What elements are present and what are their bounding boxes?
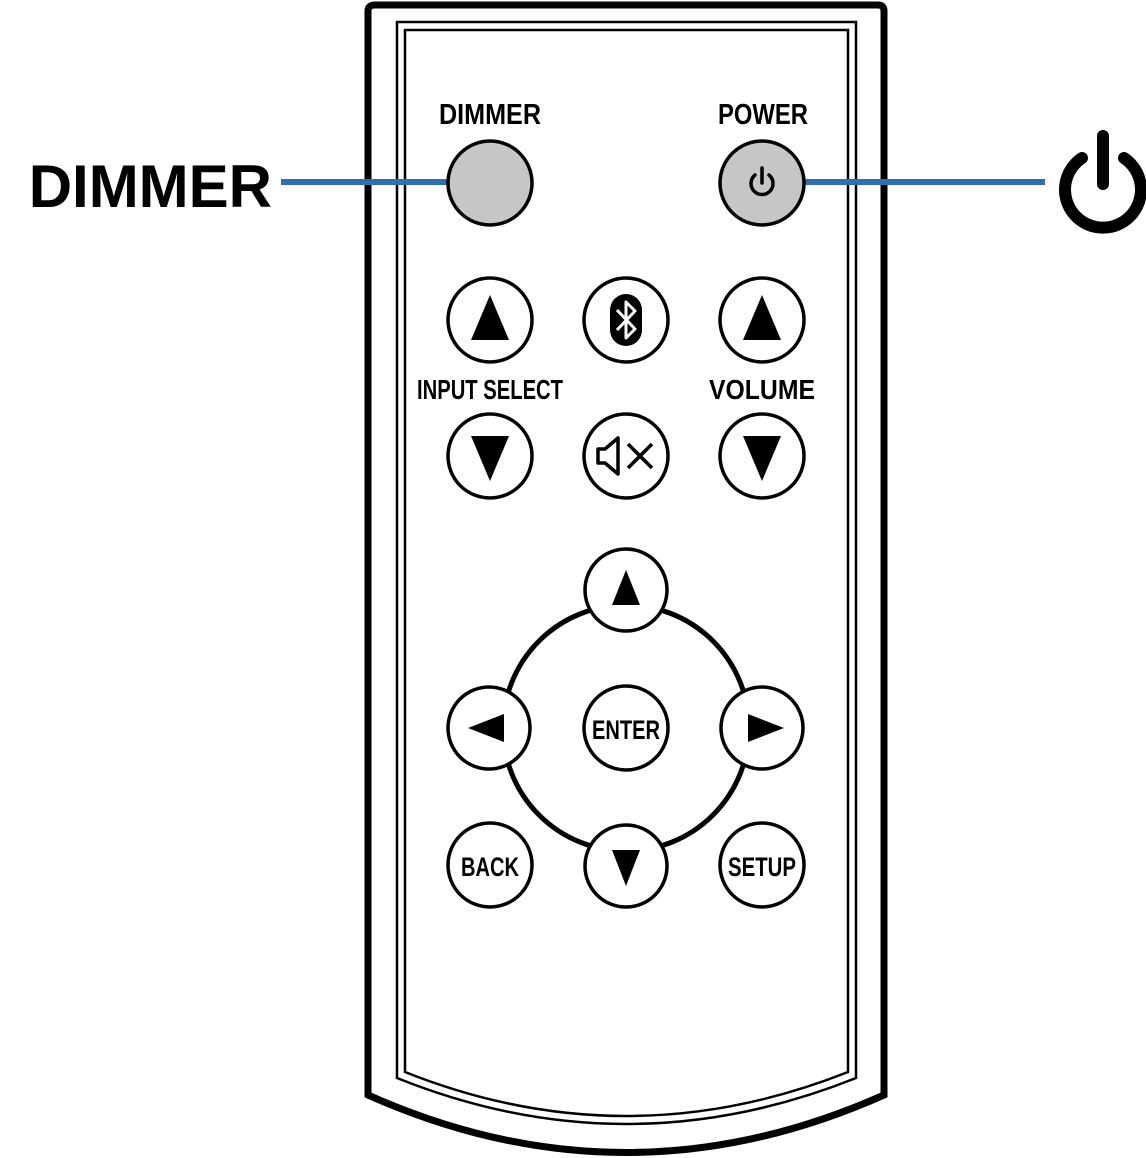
power-icon: [1059, 130, 1146, 234]
remote-inner-outline-2: [403, 28, 850, 1118]
input-select-up-button[interactable]: [446, 276, 534, 364]
power-label: POWER: [718, 99, 808, 131]
dimmer-callout-label: DIMMER: [29, 153, 272, 220]
cursor-up-button[interactable]: [583, 547, 669, 633]
triangle-down-icon: [743, 436, 781, 481]
setup-button[interactable]: SETUP: [718, 821, 806, 909]
remote-body: [364, 1, 888, 1156]
bluetooth-rune: [615, 300, 637, 340]
cursor-right-button[interactable]: [719, 685, 805, 771]
remote-outer-outline: [364, 1, 888, 1156]
enter-button[interactable]: ENTER: [582, 684, 670, 772]
dimmer-label: DIMMER: [439, 99, 541, 131]
power-button[interactable]: [718, 139, 806, 227]
volume-label: VOLUME: [709, 374, 815, 405]
input-select-label: INPUT SELECT: [417, 374, 563, 405]
dimmer-button[interactable]: [446, 139, 534, 227]
back-button[interactable]: BACK: [446, 821, 534, 909]
setup-button-label: SETUP: [728, 852, 796, 882]
volume-up-button[interactable]: [718, 276, 806, 364]
back-button-label: BACK: [461, 852, 519, 882]
remote-inner-outline-1: [395, 20, 858, 1126]
triangle-right-icon: [748, 714, 784, 742]
cursor-left-button[interactable]: [446, 685, 532, 771]
triangle-up-icon: [743, 295, 781, 340]
mute-icon: [596, 436, 654, 476]
triangle-left-icon: [468, 714, 504, 742]
cursor-down-button[interactable]: [583, 823, 669, 909]
triangle-down-icon: [612, 850, 640, 886]
bluetooth-button[interactable]: [582, 276, 670, 364]
triangle-down-icon: [471, 436, 509, 481]
volume-down-button[interactable]: [718, 412, 806, 500]
triangle-up-icon: [612, 570, 640, 605]
power-button-icon: [749, 166, 775, 197]
triangle-up-icon: [471, 295, 509, 340]
input-select-down-button[interactable]: [446, 412, 534, 500]
enter-button-label: ENTER: [592, 715, 660, 745]
mute-button[interactable]: [582, 412, 670, 500]
